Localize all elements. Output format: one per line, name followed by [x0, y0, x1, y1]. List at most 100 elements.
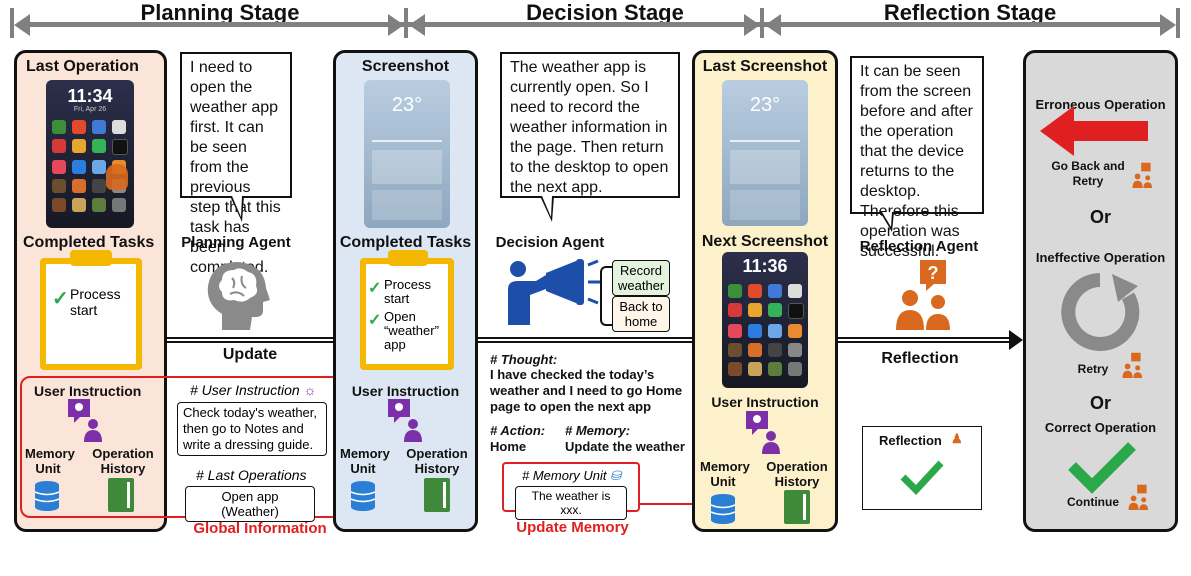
timeline-tick	[1176, 8, 1180, 38]
timeline-tick	[760, 8, 764, 38]
planning-thought-bubble: I need to open the weather app first. It…	[180, 52, 292, 276]
action-heading: # Action:	[490, 423, 546, 438]
next-screenshot: 11:36	[722, 252, 808, 388]
screenshot-label: Screenshot	[361, 58, 450, 75]
brain-head-icon	[207, 262, 270, 330]
reflection-arrow	[838, 337, 1010, 343]
decision-arrow	[478, 337, 703, 343]
user-instruction-label: User Instruction	[351, 383, 460, 399]
check-icon: ✓	[52, 288, 69, 310]
app-icons	[728, 284, 804, 376]
timeline-arrow-icon	[388, 14, 404, 36]
task-item: Open “weather” app	[384, 309, 439, 352]
red-back-arrow-icon	[1040, 106, 1148, 156]
database-icon	[34, 481, 60, 511]
svg-text:?: ?	[928, 263, 939, 283]
weather-temperature: 23°	[391, 94, 423, 116]
timeline-tick	[10, 8, 14, 38]
phone-screenshot: 11:34 Fri, Apr 26	[46, 80, 134, 228]
timeline-arrow-icon	[744, 14, 760, 36]
last-screenshot-label: Last Screenshot	[702, 58, 828, 75]
user-instruction-heading: # User Instruction ☼	[190, 382, 316, 398]
weather-forecast	[730, 190, 800, 220]
bubble-tail-fill	[882, 212, 892, 227]
global-information-caption: Global Information	[193, 520, 327, 537]
memory-unit-heading: # Memory Unit ⛁	[522, 468, 621, 484]
decision-thought-bubble: The weather app is currently open. So I …	[500, 52, 680, 198]
retry-circle-arrow-icon	[1061, 273, 1140, 351]
user-instruction-label: User Instruction	[711, 394, 819, 410]
memory-unit-text: The weather is xxx.	[515, 486, 627, 520]
timeline-arrow-icon	[14, 14, 30, 36]
timeline-arrow-icon	[1160, 14, 1176, 36]
weather-divider	[372, 140, 442, 142]
weather-forecast	[372, 150, 442, 184]
reflection-result-box: Reflection ♟	[862, 426, 982, 510]
reflection-stage-title: Reflection Stage	[883, 0, 1057, 25]
check-icon	[900, 460, 944, 496]
reflection-agent-label: Reflection Agent	[859, 238, 979, 255]
weather-forecast	[730, 150, 800, 184]
memory-heading: # Memory:	[565, 423, 631, 438]
go-back-retry-label: Go Back and Retry	[1051, 159, 1125, 188]
user-instruction-text: Check today's weather, then go to Notes …	[177, 402, 327, 456]
option-record-weather: Record weather	[612, 260, 670, 296]
operation-history-label: Operation History	[92, 446, 154, 476]
check-icon: ✓	[368, 280, 382, 297]
option-back-to-home: Back to home	[612, 296, 670, 332]
next-screenshot-label: Next Screenshot	[701, 233, 829, 250]
update-arrow	[167, 337, 345, 343]
person-question-icon	[1132, 162, 1153, 188]
phone-time: 11:34	[67, 86, 113, 106]
continue-label: Continue	[1067, 495, 1119, 509]
reflection-arrow-head-icon	[1009, 330, 1023, 350]
last-screenshot: 23°	[722, 80, 808, 226]
bubble-tail-fill	[542, 196, 552, 217]
person-question-icon	[1128, 484, 1149, 510]
action-text: Home	[490, 439, 527, 454]
weather-temperature: 23°	[749, 94, 781, 116]
clipboard-icon: ✓ Process start ✓ Open “weather” app	[360, 250, 454, 370]
user-instruction-icon	[68, 399, 102, 442]
decision-stage-title: Decision Stage	[526, 0, 684, 25]
operation-history-book-icon	[108, 478, 134, 512]
correct-operation-label: Correct Operation	[1044, 420, 1157, 435]
clipboard-clip	[70, 250, 112, 266]
memory-unit-label: Memory Unit	[340, 446, 390, 476]
megaphone-person-icon	[508, 259, 600, 325]
stage-timeline	[28, 22, 1168, 27]
planning-agent-label: Planning Agent	[181, 234, 291, 251]
task-item: Process start	[70, 286, 121, 318]
database-small-icon: ⛁	[610, 468, 622, 483]
check-icon: ✓	[368, 312, 382, 329]
timeline-tick	[404, 8, 408, 38]
operation-history-book-icon	[784, 490, 810, 524]
person-question-icon: ♟	[951, 431, 963, 446]
phone-date: Fri, Apr 26	[73, 106, 107, 113]
last-operations-text: Open app (Weather)	[185, 486, 315, 522]
weather-screenshot: 23°	[364, 80, 450, 228]
thought-heading: # Thought:	[490, 352, 558, 367]
task-item: Process start	[384, 277, 431, 306]
lightbulb-icon: ☼	[303, 382, 317, 398]
ineffective-operation-label: Ineffective Operation	[1035, 250, 1166, 265]
weather-forecast	[372, 190, 442, 220]
database-icon	[350, 481, 376, 511]
operation-history-label: Operation History	[766, 459, 828, 489]
last-operation-label: Last Operation	[26, 58, 139, 75]
memory-unit-heading-text: # Memory Unit	[522, 468, 607, 483]
green-check-icon	[1068, 442, 1136, 494]
database-icon	[710, 494, 736, 524]
weather-divider	[730, 140, 800, 142]
clipboard-icon: ✓ Process start	[40, 250, 142, 370]
operation-history-book-icon	[424, 478, 450, 512]
options-bracket	[600, 266, 612, 326]
phone-time: 11:36	[742, 256, 788, 276]
timeline-arrow-icon	[409, 14, 425, 36]
retry-label: Retry	[1077, 362, 1109, 376]
last-operations-heading: # Last Operations	[196, 467, 307, 483]
completed-tasks-label: Completed Tasks	[23, 234, 155, 251]
or-label: Or	[1089, 393, 1111, 413]
operation-history-label: Operation History	[406, 446, 468, 476]
